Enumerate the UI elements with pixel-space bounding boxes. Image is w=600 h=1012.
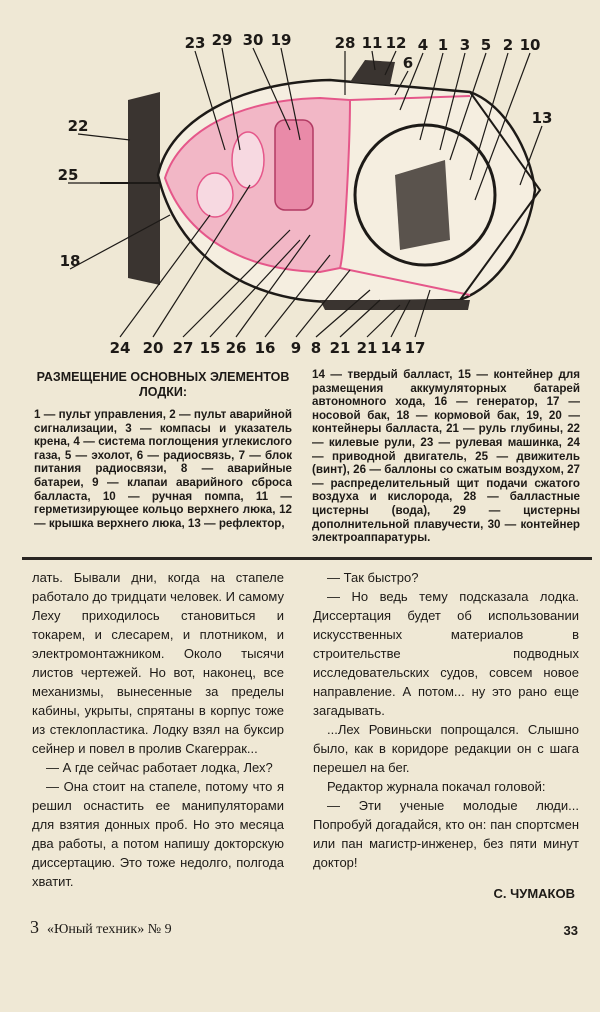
page-number: 33 bbox=[563, 922, 578, 938]
diagram-label: 18 bbox=[60, 252, 81, 270]
caption-left: 1 — пульт управления, 2 — пульт аварийно… bbox=[34, 408, 292, 530]
caption-column-right: 14 — твердый балласт, 15 — контейнер для… bbox=[312, 368, 580, 545]
keel bbox=[320, 300, 470, 310]
leader-line bbox=[295, 269, 351, 338]
article-column-right: — Так быстро? — Но ведь тему подсказала … bbox=[313, 568, 579, 903]
diagram-label: 25 bbox=[58, 166, 79, 184]
paragraph: — Она стоит на стапеле, потому что я реш… bbox=[32, 778, 284, 889]
diagram-label: 23 bbox=[185, 34, 206, 52]
diagram-label: 28 bbox=[335, 34, 356, 52]
leader-line bbox=[69, 214, 171, 270]
diagram-label: 2 bbox=[503, 36, 513, 54]
paragraph: лать. Бывали дни, когда на стапеле работ… bbox=[32, 569, 285, 756]
leader-line bbox=[182, 229, 291, 338]
author: С. ЧУМАКОВ bbox=[493, 885, 576, 901]
electronics-container bbox=[274, 119, 314, 211]
caption-column-left: РАЗМЕЩЕНИЕ ОСНОВНЫХ ЭЛЕМЕНТОВ ЛОДКИ: 1 —… bbox=[34, 368, 292, 545]
paragraph: — А где сейчас работает лодка, Лех? bbox=[46, 759, 273, 775]
leader-line bbox=[280, 47, 301, 141]
pink-frame bbox=[339, 95, 471, 296]
diagram-label: 24 bbox=[110, 339, 131, 357]
diagram-label: 14 bbox=[381, 339, 402, 357]
leader-line bbox=[449, 52, 487, 161]
air-tank bbox=[196, 172, 234, 218]
leader-line bbox=[519, 125, 543, 186]
leader-line bbox=[252, 47, 291, 131]
paragraph: — Но ведь тему подсказала лодка. Диссерт… bbox=[313, 588, 579, 718]
hatch bbox=[350, 60, 395, 85]
diagram-label: 12 bbox=[386, 34, 407, 52]
footer-row: 3 «Юный техник» № 9 33 bbox=[0, 903, 600, 958]
diagram-label: 4 bbox=[418, 36, 428, 54]
leader-line bbox=[399, 52, 424, 111]
diagram-label: 11 bbox=[362, 34, 383, 52]
diagram-label: 8 bbox=[311, 339, 321, 357]
footer: 3 «Юный техник» № 9 bbox=[30, 917, 172, 938]
leader-line bbox=[474, 52, 531, 201]
diagram-label: 20 bbox=[143, 339, 164, 357]
signature-number: 3 bbox=[30, 916, 39, 937]
paragraph: Редактор журнала покачал головой: bbox=[327, 778, 546, 794]
diagram-label: 15 bbox=[200, 339, 221, 357]
diagram-label: 17 bbox=[405, 339, 426, 357]
diagram-label: 9 bbox=[291, 339, 301, 357]
leader-line bbox=[209, 239, 301, 338]
leader-line bbox=[366, 304, 401, 338]
buoyancy-tank bbox=[231, 131, 265, 189]
leader-line bbox=[394, 70, 409, 96]
leader-line bbox=[469, 52, 509, 181]
caption-block: РАЗМЕЩЕНИЕ ОСНОВНЫХ ЭЛЕМЕНТОВ ЛОДКИ: 1 —… bbox=[0, 360, 600, 545]
leader-line bbox=[414, 289, 431, 338]
divider bbox=[22, 556, 592, 560]
leader-line bbox=[419, 52, 444, 141]
diagram-label: 1 bbox=[438, 36, 448, 54]
paragraph: — Эти ученые молодые люди... Попробуй до… bbox=[313, 797, 579, 870]
leader-line bbox=[315, 289, 371, 338]
leader-line bbox=[339, 299, 381, 338]
leader-line bbox=[264, 254, 331, 338]
leader-line bbox=[194, 50, 226, 151]
diagram-label: 21 bbox=[357, 339, 378, 357]
diagram-label: 30 bbox=[243, 31, 264, 49]
leader-line bbox=[119, 214, 211, 338]
leader-line bbox=[235, 234, 311, 338]
article-column-left: лать. Бывали дни, когда на стапеле работ… bbox=[32, 568, 284, 903]
diagram-label: 27 bbox=[173, 339, 194, 357]
leader-line bbox=[390, 299, 411, 338]
diagram-label: 6 bbox=[403, 54, 413, 72]
article: лать. Бывали дни, когда на стапеле работ… bbox=[0, 568, 600, 903]
leader-line bbox=[371, 50, 376, 71]
diagram-label: 29 bbox=[212, 31, 233, 49]
leader-line bbox=[439, 52, 466, 151]
diagram-label: 5 bbox=[481, 36, 491, 54]
tail-rudder bbox=[128, 92, 160, 285]
leader-line bbox=[384, 50, 397, 76]
diagram-label: 19 bbox=[271, 31, 292, 49]
caption-right: 14 — твердый балласт, 15 — контейнер для… bbox=[312, 368, 580, 545]
leader-line bbox=[152, 184, 251, 338]
diagram-label: 26 bbox=[226, 339, 247, 357]
diagram-label: 16 bbox=[255, 339, 276, 357]
diagram-label: 3 bbox=[460, 36, 470, 54]
paragraph: ...Лех Ровиньски попрощался. Слышно было… bbox=[313, 721, 579, 775]
leader-line bbox=[77, 133, 131, 141]
diagram-label: 13 bbox=[532, 109, 553, 127]
nose-cone bbox=[459, 91, 542, 301]
diagram-label: 21 bbox=[330, 339, 351, 357]
leader-line bbox=[221, 47, 241, 151]
diagram-label: 10 bbox=[520, 36, 541, 54]
pilot-seat bbox=[395, 160, 450, 250]
magazine-name: «Юный техник» № 9 bbox=[47, 921, 172, 937]
paragraph: — Так быстро? bbox=[327, 569, 419, 585]
caption-title: РАЗМЕЩЕНИЕ ОСНОВНЫХ ЭЛЕМЕНТОВ ЛОДКИ: bbox=[36, 370, 290, 399]
diagram-label: 22 bbox=[68, 117, 89, 135]
